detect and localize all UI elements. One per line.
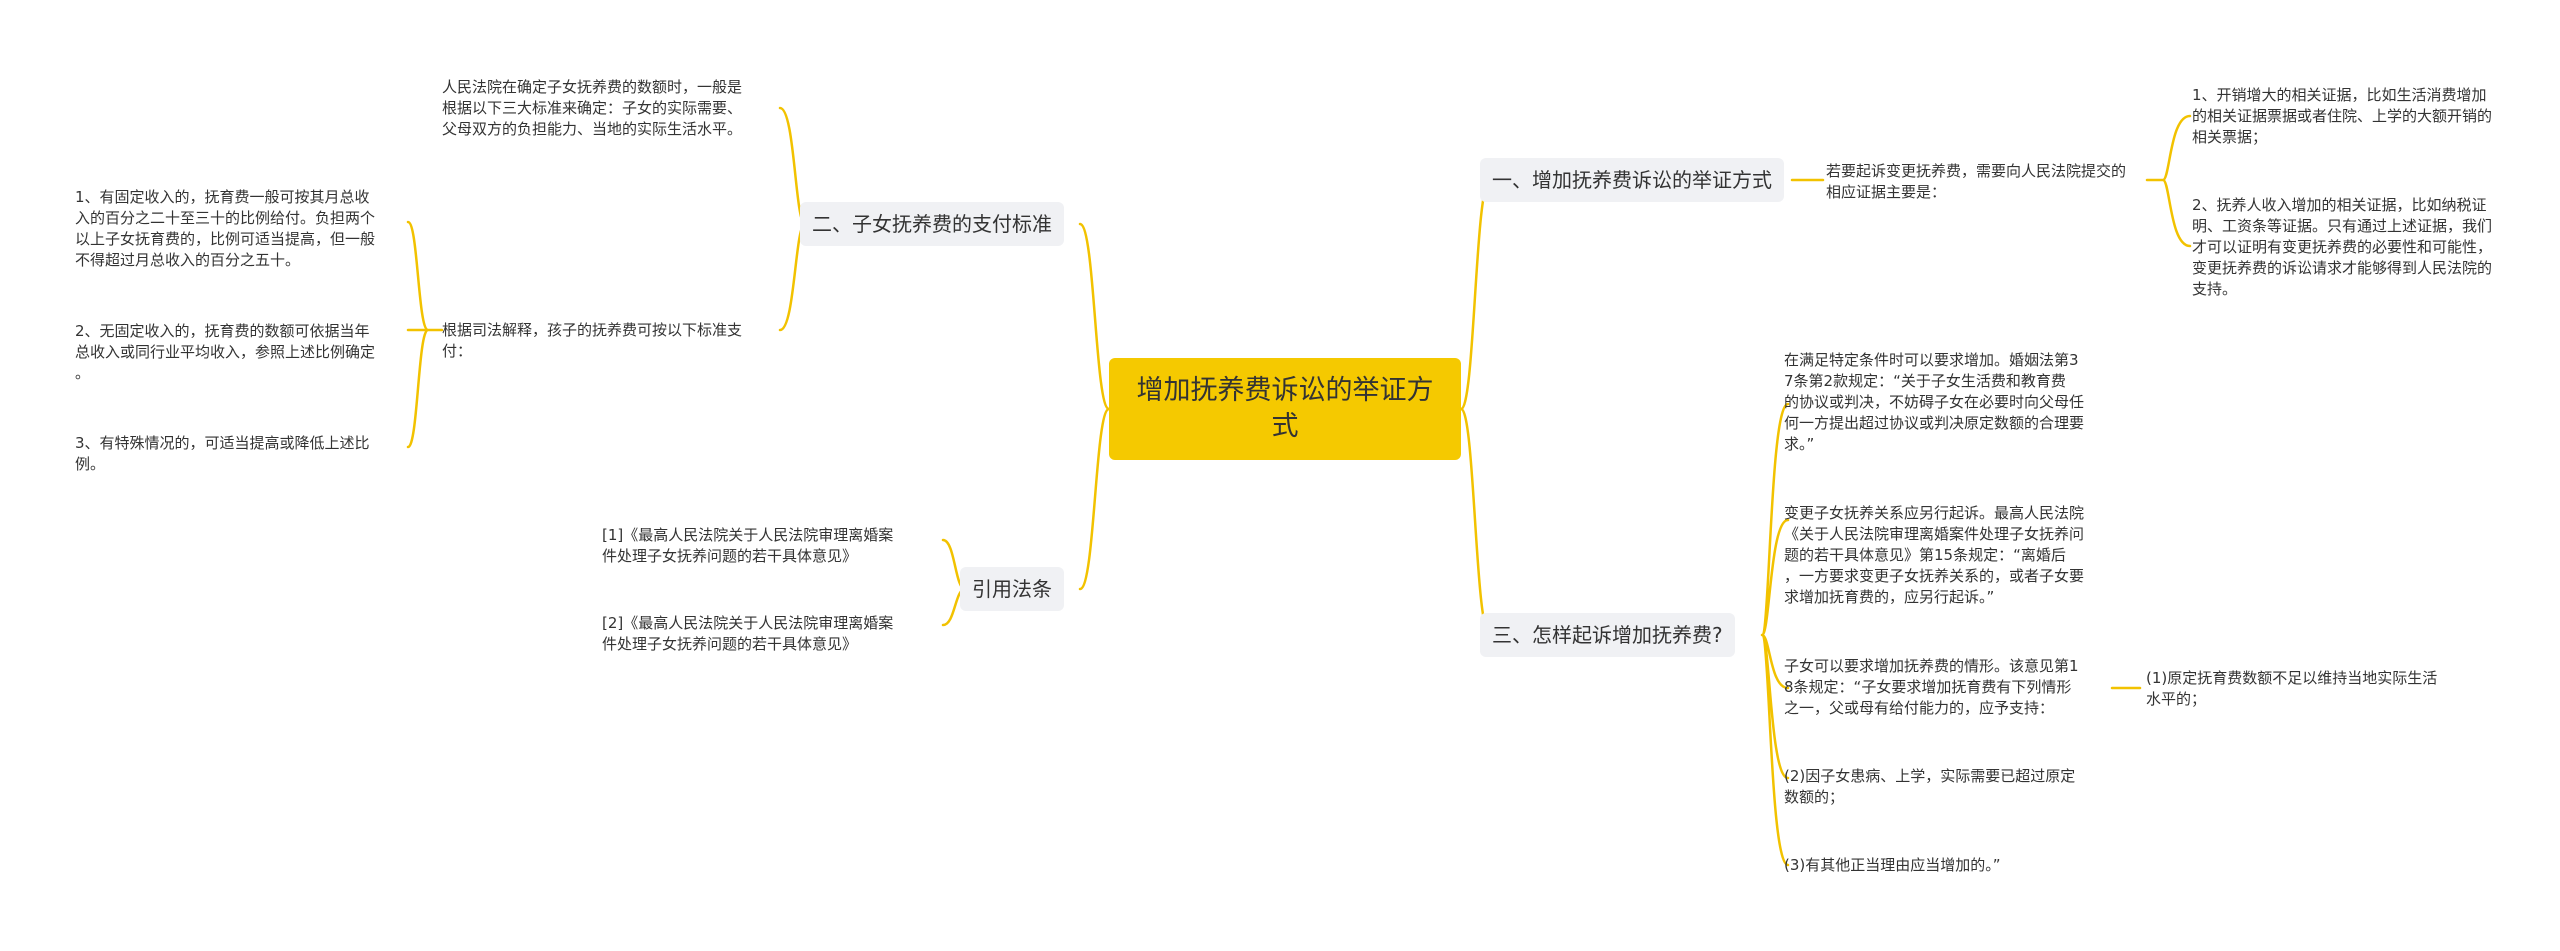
connector-root-b2 — [1078, 222, 1111, 411]
leaf-b4-item2[interactable]: [2]《最高人民法院关于人民法院审理离婚案 件处理子女抚养问题的若干具体意见》 — [602, 614, 894, 653]
connector-root-b1 — [1459, 178, 1492, 411]
leaf-b3-item2[interactable]: 变更子女抚养关系应另行起诉。最高人民法院 《关于人民法院审理离婚案件处理子女抚养… — [1784, 504, 2085, 606]
leaf-b2-sub3[interactable]: 3、有特殊情况的，可适当提高或降低上述比 例。 — [75, 434, 370, 473]
leaf-b3-item4[interactable]: (2)因子女患病、上学，实际需要已超过原定 数额的； — [1784, 767, 2076, 806]
connector-root-b3 — [1459, 407, 1492, 637]
leaf-b3-item3[interactable]: 子女可以要求增加抚养费的情形。该意见第1 8条规定：“子女要求增加抚育费有下列情… — [1784, 657, 2079, 717]
branch-how-to-sue-label: 三、怎样起诉增加抚养费? — [1492, 623, 1723, 647]
branch-evidence-methods[interactable]: 一、增加抚养费诉讼的举证方式 — [1480, 158, 1784, 202]
leaf-b3-item5[interactable]: (3)有其他正当理由应当增加的。” — [1784, 856, 2001, 874]
branch-payment-standard[interactable]: 二、子女抚养费的支付标准 — [800, 202, 1064, 246]
branch-evidence-methods-label: 一、增加抚养费诉讼的举证方式 — [1492, 168, 1772, 192]
leaf-b2-sub2[interactable]: 2、无固定收入的，抚育费的数额可依据当年 总收入或同行业平均收入，参照上述比例确… — [75, 322, 376, 382]
leaf-b1-intro[interactable]: 若要起诉变更抚养费，需要向人民法院提交的 相应证据主要是： — [1826, 162, 2127, 201]
leaf-b2-item1[interactable]: 人民法院在确定子女抚养费的数额时，一般是 根据以下三大标准来确定：子女的实际需要… — [442, 78, 743, 138]
leaf-b1-item2[interactable]: 2、抚养人收入增加的相关证据，比如纳税证 明、工资条等证据。只有通过上述证据，我… — [2192, 196, 2493, 298]
leaf-b1-item1[interactable]: 1、开销增大的相关证据，比如生活消费增加 的相关证据票据或者住院、上学的大额开销… — [2192, 86, 2493, 146]
leaf-b3-item3-sub[interactable]: (1)原定抚育费数额不足以维持当地实际生活 水平的； — [2146, 669, 2438, 708]
root-topic[interactable]: 增加抚养费诉讼的举证方式 — [1109, 358, 1461, 460]
branch-cited-laws-label: 引用法条 — [972, 577, 1052, 601]
connector-b1-bracket — [2145, 114, 2192, 248]
branch-payment-standard-label: 二、子女抚养费的支付标准 — [812, 212, 1052, 236]
leaf-b2-item2[interactable]: 根据司法解释，孩子的抚养费可按以下标准支 付： — [442, 321, 743, 360]
leaf-b2-sub1[interactable]: 1、有固定收入的，抚育费一般可按其月总收 入的百分之二十至三十的比例给付。负担两… — [75, 188, 376, 269]
leaf-b3-item1[interactable]: 在满足特定条件时可以要求增加。婚姻法第3 7条第2款规定：“关于子女生活费和教育… — [1784, 351, 2085, 453]
connector-b3-bracket — [1760, 402, 1790, 867]
branch-cited-laws[interactable]: 引用法条 — [960, 567, 1064, 611]
leaf-b4-item1[interactable]: [1]《最高人民法院关于人民法院审理离婚案 件处理子女抚养问题的若干具体意见》 — [602, 526, 894, 565]
connector-root-b4 — [1078, 407, 1111, 591]
connector-b2-item2-sub — [406, 220, 444, 449]
branch-how-to-sue[interactable]: 三、怎样起诉增加抚养费? — [1480, 613, 1735, 657]
root-topic-label: 增加抚养费诉讼的举证方式 — [1136, 375, 1434, 442]
